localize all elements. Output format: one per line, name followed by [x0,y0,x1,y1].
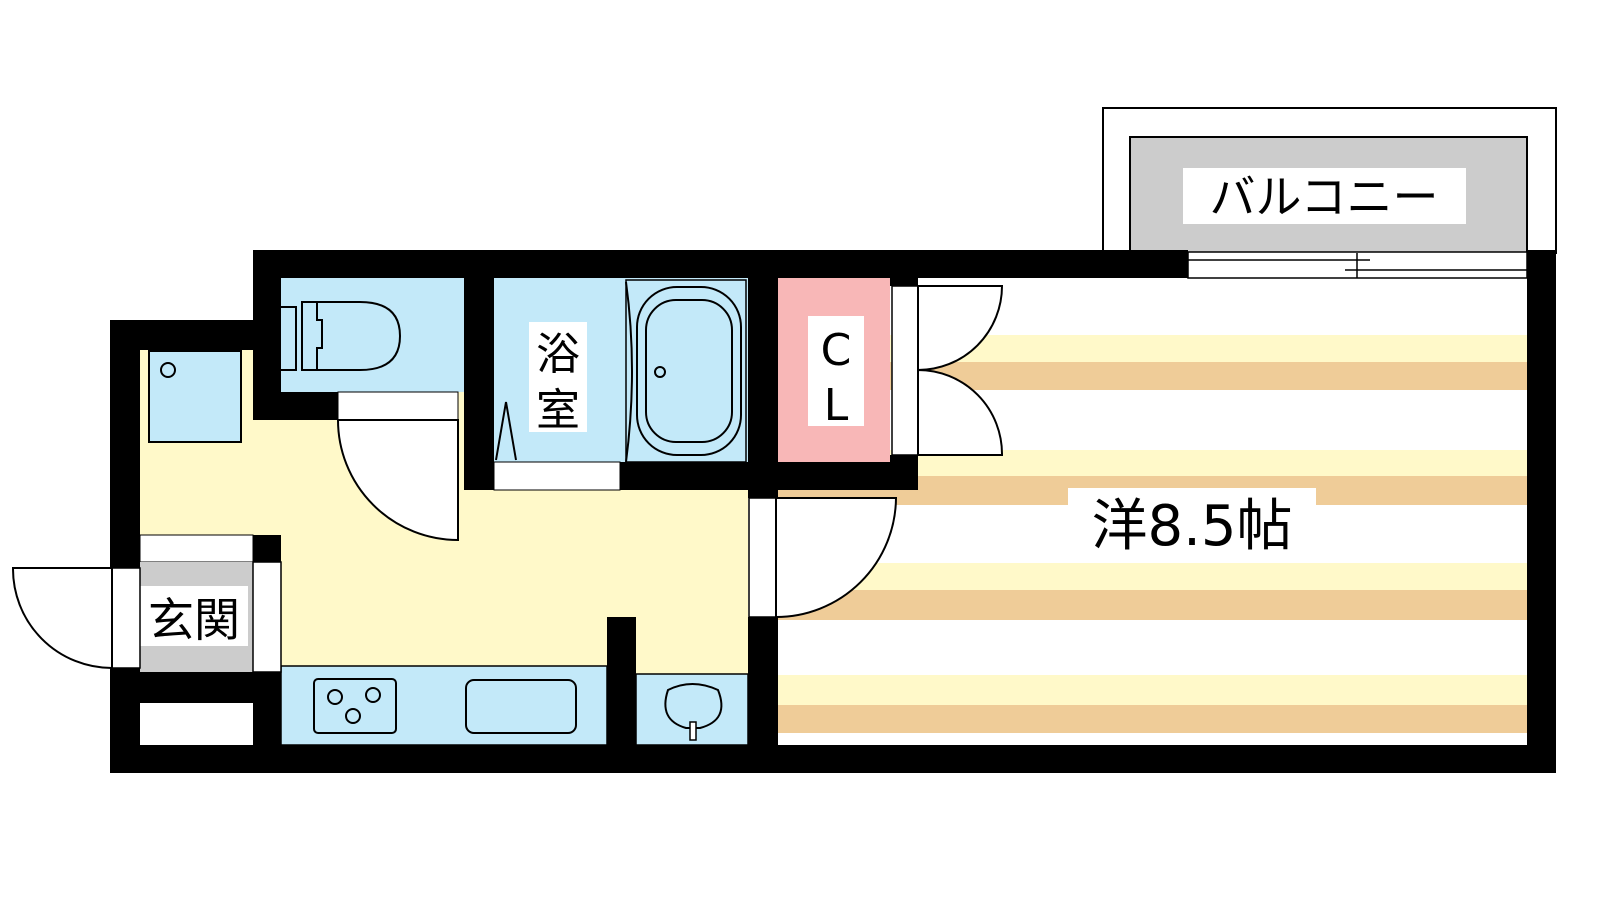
entrance-label: 玄関 [148,593,240,647]
walls [110,250,1556,773]
bath-label-2: 室 [536,385,580,436]
western-room-label: 洋8.5帖 [1091,494,1292,559]
wash-basin [635,673,749,746]
entrance: 玄関 [139,534,254,745]
entrance-door[interactable] [11,561,282,673]
closet-label-l: L [824,380,849,431]
closet-doors[interactable] [891,285,1004,456]
balcony-label: バルコニー [1209,170,1438,224]
toilet-door[interactable] [336,391,459,542]
bath-label-1: 浴 [536,329,580,380]
bathroom: 浴 室 [493,278,748,491]
closet: C L [778,278,890,462]
washing-machine-space [148,350,242,443]
closet-label-c: C [821,325,852,376]
balcony-window [1187,251,1528,279]
kitchen-counter [280,665,608,746]
toilet [281,278,464,392]
room-door[interactable] [748,497,898,619]
balcony: バルコニー [1102,107,1557,254]
